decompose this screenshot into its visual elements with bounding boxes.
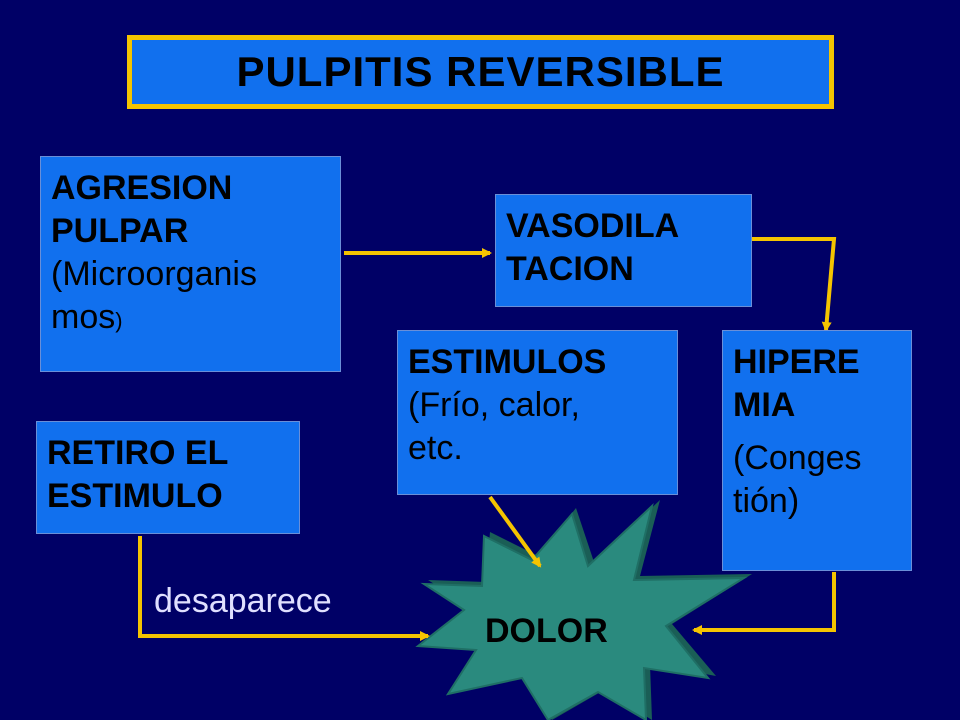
agresion-line1: AGRESION — [51, 169, 233, 207]
desaparece-label: desaparece — [154, 582, 332, 620]
estimulos-line2: (Frío, calor, — [408, 386, 580, 424]
hiperemia-line1: HIPERE — [733, 343, 860, 381]
arrow-hiperemia-to-dolor — [692, 572, 836, 635]
agresion-line3: (Microorganis — [51, 255, 257, 293]
agresion-line4: mos) — [51, 296, 332, 342]
box-agresion-pulpar: AGRESION PULPAR (Microorganis mos) — [40, 156, 341, 372]
retiro-line2: ESTIMULO — [47, 477, 223, 515]
arrow-estimulos-to-dolor — [488, 495, 542, 568]
box-estimulos: ESTIMULOS (Frío, calor, etc. — [397, 330, 678, 495]
agresion-line4a: mos — [51, 298, 116, 336]
box-retiro-estimulo: RETIRO EL ESTIMULO — [36, 421, 300, 534]
box-hiperemia: HIPERE MIA (Conges tión) — [722, 330, 912, 571]
dolor-label: DOLOR — [485, 612, 608, 650]
agresion-line4b: ) — [115, 308, 123, 333]
vasodilatacion-line1: VASODILA — [506, 207, 680, 245]
hiperemia-line2: MIA — [733, 386, 796, 424]
hiperemia-line3: (Conges — [733, 439, 862, 477]
box-vasodilatacion: VASODILA TACION — [495, 194, 752, 307]
hiperemia-line4: tión) — [733, 482, 800, 520]
estimulos-line1: ESTIMULOS — [408, 343, 607, 381]
agresion-line2: PULPAR — [51, 212, 189, 250]
retiro-line1: RETIRO EL — [47, 434, 229, 472]
arrow-vasodilatacion-to-hiperemia — [752, 237, 837, 332]
slide-title-text: PULPITIS REVERSIBLE — [236, 48, 725, 95]
estimulos-line3: etc. — [408, 429, 463, 467]
dolor-burst — [415, 502, 748, 720]
arrow-retiro-to-dolor — [138, 536, 430, 641]
slide-title: PULPITIS REVERSIBLE — [127, 35, 834, 109]
vasodilatacion-line2: TACION — [506, 250, 634, 288]
